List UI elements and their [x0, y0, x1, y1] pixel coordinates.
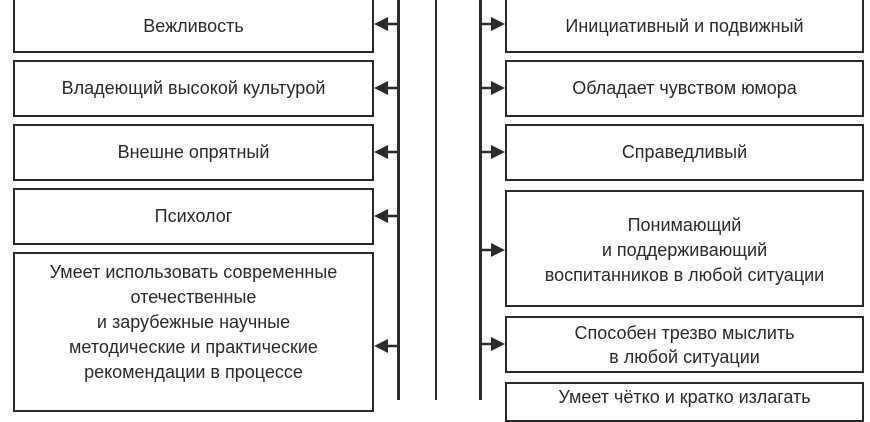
left-box-label: Внешне опрятный [117, 142, 270, 162]
left-box-label: Владеющий высокой культурой [61, 78, 326, 98]
left-arrow [374, 209, 398, 223]
right-box-label: Инициативный и подвижный [565, 16, 804, 36]
left-box-label: Умеет использовать современные отечестве… [49, 262, 338, 382]
right-box-fair: Справедливый [505, 124, 864, 181]
left-box-politeness: Вежливость [13, 0, 374, 53]
right-box-understanding: Понимающий и поддерживающий воспитаннико… [505, 190, 864, 307]
left-arrow [374, 145, 398, 159]
left-box-uses-recommendations: Умеет использовать современные отечестве… [13, 252, 374, 412]
left-arrow [374, 17, 398, 31]
center-divider-line [435, 0, 437, 400]
right-box-humor: Обладает чувством юмора [505, 60, 864, 117]
right-box-label: Справедливый [621, 142, 748, 162]
right-arrow [480, 145, 505, 159]
left-box-neat-appearance: Внешне опрятный [13, 124, 374, 181]
left-box-label: Вежливость [143, 16, 244, 36]
left-arrow [374, 339, 398, 353]
left-box-label: Психолог [154, 206, 233, 226]
right-box-label: Понимающий и поддерживающий воспитаннико… [544, 215, 825, 285]
left-box-psychologist: Психолог [13, 188, 374, 245]
right-box-initiative: Инициативный и подвижный [505, 0, 864, 53]
left-box-high-culture: Владеющий высокой культурой [13, 60, 374, 117]
left-connector-line [397, 0, 400, 400]
right-arrow [480, 81, 505, 95]
right-box-sober-thinking: Способен трезво мыслить в любой ситуации [505, 316, 864, 373]
right-arrow [480, 17, 505, 31]
right-arrow [480, 243, 505, 257]
right-box-label: Обладает чувством юмора [572, 78, 797, 98]
right-connector-line [479, 0, 482, 400]
left-arrow [374, 81, 398, 95]
right-box-label: Способен трезво мыслить в любой ситуации [574, 322, 795, 367]
arrows-layer [374, 17, 505, 353]
right-arrow [480, 337, 505, 351]
